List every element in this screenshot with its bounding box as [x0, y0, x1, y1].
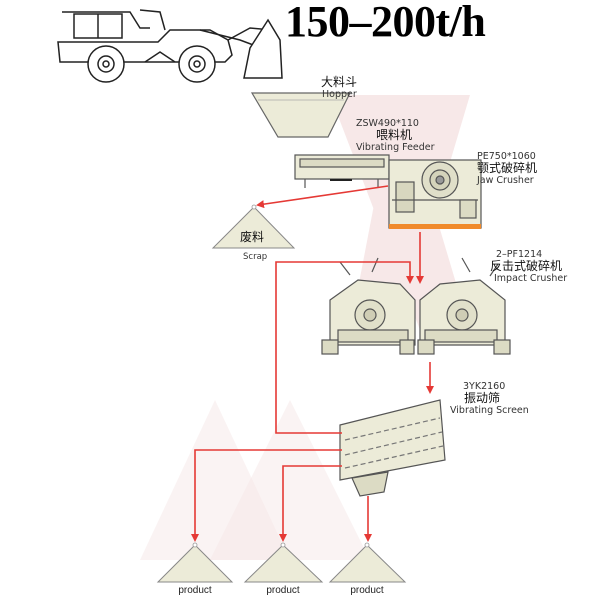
jaw-model-label: PE750*1060	[477, 151, 536, 162]
scrap-pile	[211, 204, 296, 249]
arrow-screen-to-product-2	[279, 465, 342, 542]
screen-cn-label: 振动筛	[464, 391, 501, 405]
impact-cn-label: 反击式破碎机	[490, 259, 563, 273]
arrow-recirculation	[275, 261, 414, 434]
product-label-2: product	[266, 585, 300, 596]
scrap-en-label: Scrap	[243, 252, 268, 262]
wheel-loader-icon	[57, 9, 283, 83]
product-pile-3	[328, 542, 407, 583]
feeder-en-label: Vibrating Feeder	[356, 142, 435, 153]
jaw-en-label: Jaw Crusher	[477, 175, 534, 186]
flow-arrows	[191, 185, 434, 542]
jaw-crusher-shape	[388, 159, 482, 229]
scrap-inside-label: 废料	[240, 230, 265, 244]
feeder-model-label: ZSW490*110	[356, 118, 419, 129]
product-label-1: product	[178, 585, 212, 596]
hopper-shape	[250, 92, 351, 138]
hopper-cn-label: 大料斗	[321, 75, 358, 89]
hopper-en-label: Hopper	[322, 89, 357, 100]
feeder-cn-label: 喂料机	[376, 128, 413, 142]
jaw-cn-label: 颚式破碎机	[477, 161, 538, 175]
product-pile-1	[156, 542, 234, 583]
screen-model-label: 3YK2160	[463, 381, 506, 392]
vibrating-screen-shape	[339, 399, 446, 497]
arrow-feeder-to-scrap	[256, 185, 389, 209]
arrow-screen-to-product-1	[191, 449, 342, 542]
impact-crusher-left	[321, 257, 416, 355]
impact-crusher-right	[417, 257, 511, 355]
product-label-3: product	[350, 585, 384, 596]
product-pile-2	[243, 542, 324, 583]
impact-model-label: 2–PF1214	[496, 249, 543, 260]
feeder-shape	[294, 154, 390, 188]
screen-en-label: Vibrating Screen	[450, 405, 529, 416]
capacity-title: 150–200t/h	[285, 0, 486, 46]
impact-en-label: Impact Crusher	[494, 273, 568, 284]
